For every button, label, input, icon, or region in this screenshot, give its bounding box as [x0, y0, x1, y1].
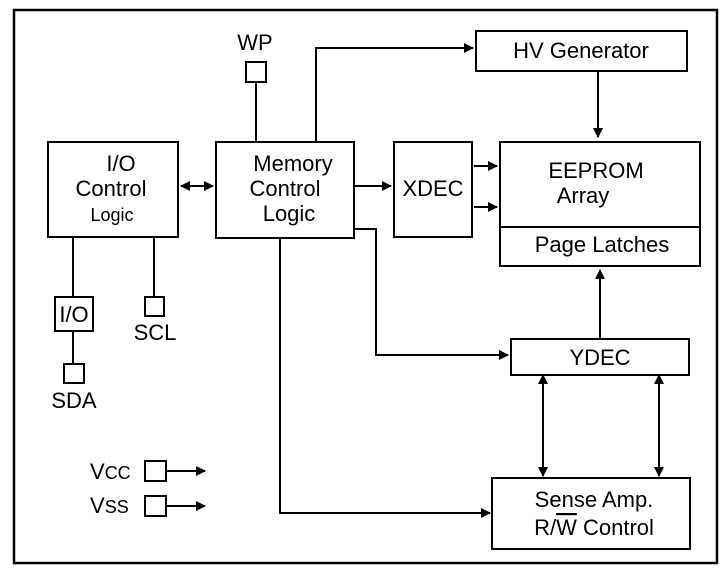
scl-pin: SCL [134, 296, 177, 345]
io-control-label-1: I/O [106, 151, 135, 176]
hv-generator-block: HV Generator [475, 30, 688, 72]
xdec-label: XDEC [402, 176, 463, 201]
page-latches-label: Page Latches [535, 232, 670, 257]
hv-generator-label: HV Generator [513, 38, 649, 63]
io-control-block: I/O Control Logic [47, 141, 179, 238]
xdec-block: XDEC [393, 141, 473, 238]
sense-amp-label-1: Sense Amp. [535, 487, 654, 512]
vcc-pin-label: VCC [90, 459, 131, 484]
sense-amp-label-2: R/W Control [534, 515, 654, 540]
io-buffer-label: I/O [59, 302, 88, 327]
io-buffer-block: I/O [54, 296, 94, 332]
sense-amp-block: Sense Amp. R/W Control [491, 477, 691, 550]
wire-mem-to-hv [315, 43, 474, 142]
eeprom-array-label-1: EEPROM [548, 158, 643, 183]
io-control-label-2: Control [76, 176, 147, 201]
vss-pin-label: VSS [90, 493, 129, 518]
memory-control-label-3: Logic [263, 201, 316, 226]
wire-mem-to-sense [279, 238, 491, 518]
sda-pin-label: SDA [51, 388, 97, 413]
memory-control-block: Memory Control Logic [215, 141, 355, 239]
eeprom-array-block: EEPROM Array Page Latches [499, 141, 701, 267]
outer-frame [12, 8, 719, 565]
scl-pin-label: SCL [134, 320, 177, 345]
ydec-label: YDEC [569, 345, 630, 370]
io-control-label-3: Logic [90, 205, 133, 225]
eeprom-array-label-2: Array [557, 183, 610, 208]
vss-pin: VSS [90, 493, 167, 518]
ydec-block: YDEC [510, 338, 690, 376]
wp-pin: WP [237, 30, 273, 83]
wire-mem-to-ydec [355, 228, 509, 360]
wp-pin-label: WP [237, 30, 272, 55]
overbar-w: W [556, 515, 577, 540]
sda-pin: SDA [51, 363, 97, 413]
vcc-pin: VCC [90, 459, 167, 484]
memory-control-label-1: Memory [253, 151, 332, 176]
memory-control-label-2: Control [250, 176, 321, 201]
